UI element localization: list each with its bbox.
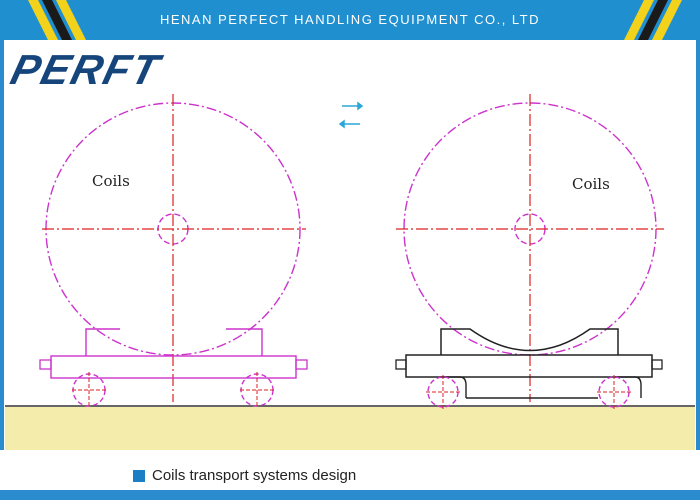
left-buffer [39, 359, 52, 370]
diagonal-stripes-icon [624, 0, 682, 40]
right-coil-cart [395, 94, 664, 409]
frame-left-border [0, 40, 4, 490]
square-bullet-icon [133, 470, 145, 482]
diagonal-stripes-icon [28, 0, 86, 40]
right-cart-deck [405, 354, 653, 378]
double-arrow-icon [338, 101, 364, 129]
left-coil-cart [39, 94, 308, 408]
company-name: HENAN PERFECT HANDLING EQUIPMENT CO., LT… [159, 12, 541, 27]
left-saddle [226, 328, 263, 356]
coil-transfer-diagram [5, 94, 695, 450]
diagram-caption: Coils transport systems design [152, 467, 357, 484]
left-saddle [85, 328, 120, 356]
left-coil-label: Coils [92, 172, 130, 190]
right-buffer [395, 359, 407, 370]
ground-area [5, 407, 695, 450]
left-buffer [295, 359, 308, 370]
right-saddle [440, 328, 619, 355]
header-band: HENAN PERFECT HANDLING EQUIPMENT CO., LT… [0, 0, 700, 40]
right-coil-label: Coils [572, 175, 610, 193]
bottom-bar [0, 490, 700, 500]
frame-right-border [696, 40, 700, 490]
right-buffer [651, 359, 663, 370]
